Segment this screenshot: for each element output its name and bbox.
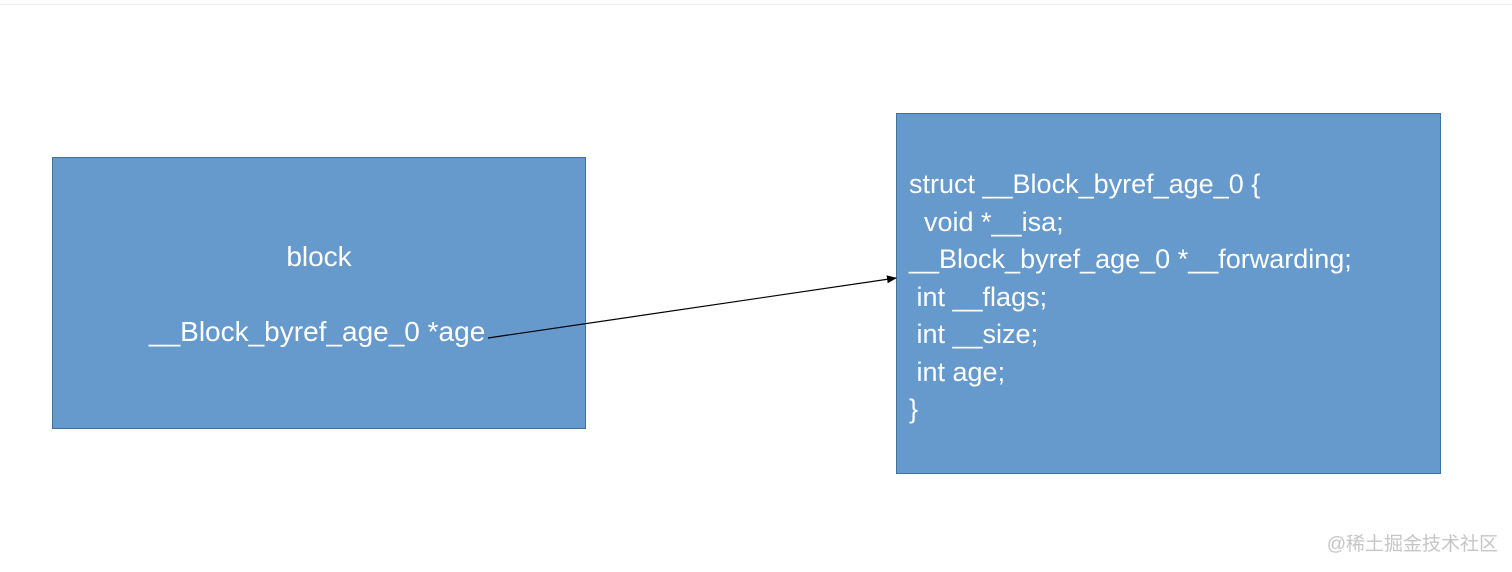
struct-line-size: int __size; [909,319,1039,349]
struct-line-close: } [909,394,919,424]
struct-line-flags: int __flags; [909,281,1048,312]
block-age-field: __Block_byref_age_0 *age [149,316,486,347]
struct-definition: struct __Block_byref_age_0 { void *__isa… [909,166,1352,429]
top-divider [0,4,1512,5]
byref-struct-box: struct __Block_byref_age_0 { void *__isa… [896,113,1441,474]
struct-line-forwarding: __Block_byref_age_0 *__forwarding; [909,244,1352,274]
struct-line-age: int age; [909,356,1006,387]
block-title: block [286,241,352,272]
site-watermark: @稀土掘金技术社区 [1326,534,1498,555]
block-box: block __Block_byref_age_0 *age [52,157,586,429]
struct-line-declaration: struct __Block_byref_age_0 { [909,169,1261,199]
struct-line-isa: void *__isa; [909,206,1064,237]
